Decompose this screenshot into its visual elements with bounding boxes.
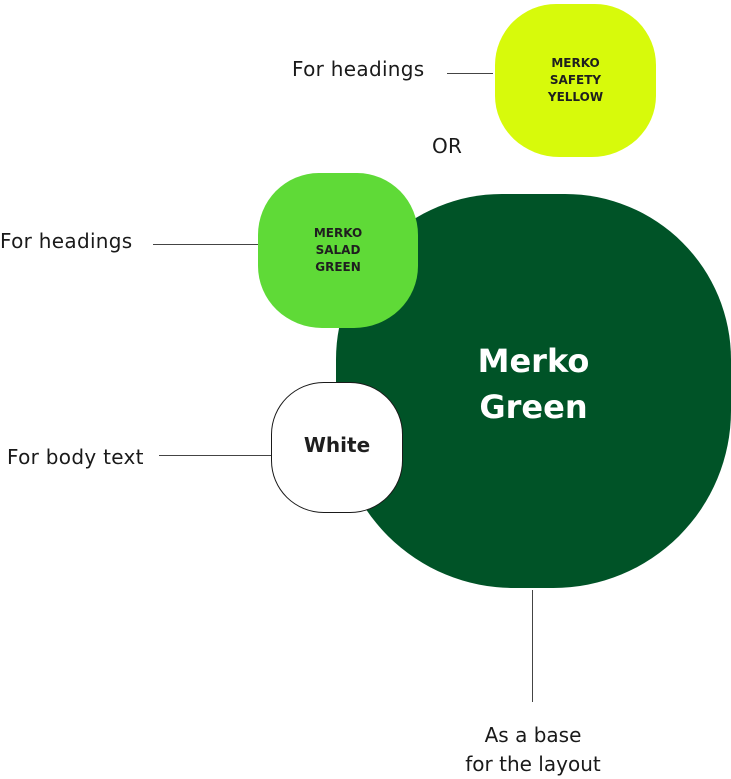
usage-label-salad: For headings [0, 229, 133, 253]
or-separator: OR [432, 134, 463, 158]
merko-salad-green-label: MERKO SALAD GREEN [313, 226, 363, 274]
usage-label-yellow: For headings [292, 57, 425, 81]
connector-merko-green [532, 590, 533, 702]
connector-white [159, 455, 271, 456]
connector-yellow [447, 73, 493, 74]
white-label: White [303, 432, 371, 457]
merko-green-label: Merko Green [477, 342, 590, 426]
usage-label-merko-green: As a base for the layout [465, 723, 601, 776]
usage-label-white: For body text [7, 445, 144, 469]
white-swatch: White [271, 382, 403, 513]
connector-salad [153, 244, 259, 245]
merko-safety-yellow-label: MERKO SAFETY YELLOW [547, 56, 604, 104]
merko-salad-green-swatch: MERKO SALAD GREEN [258, 173, 418, 328]
merko-safety-yellow-swatch: MERKO SAFETY YELLOW [495, 4, 656, 157]
